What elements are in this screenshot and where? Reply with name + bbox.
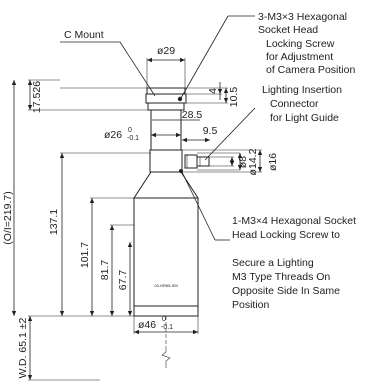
dim-dia-46-tol-lower: -0.1 [161,324,173,331]
dim-10-5: 10.5 [228,87,240,108]
dim-top-diameter: ø29 [157,45,175,57]
dim-working-distance: W.D. 65.1 ±2 [17,318,29,379]
dim-81-7: 81.7 [99,260,111,281]
leader-lines [60,15,256,241]
callout-note: Secure a Lighting M3 Type Threads On Opp… [232,257,340,311]
dim-28-5: 28.5 [182,109,203,121]
dimension-labels: ø29 4 10.5 28.5 9.5 ø26 0 -0.1 ø8 ø14.2 … [2,45,279,378]
dim-dia-26: ø26 [104,129,122,141]
top-screw-line-3: Locking Screw [266,38,335,50]
lens-label: 03-HR65-SM [154,283,177,288]
dimension-lines [11,57,263,380]
dim-137-1: 137.1 [48,209,60,235]
side-screw-line-2: Head Locking Screw to [232,229,340,241]
c-mount-label: C Mount [64,29,104,41]
lighting-connector-line-1: Lighting Insertion [262,84,342,96]
lighting-connector-line-3: for Light Guide [270,112,339,124]
top-screw-line-4: for Adjustment [266,51,333,63]
dim-4: 4 [207,88,219,94]
dim-dia-26-tol-lower: -0.1 [127,135,139,142]
dim-9-5: 9.5 [203,125,218,137]
top-screw-line-2: Socket Head [258,24,318,36]
dim-dia-26-tol-upper: 0 [128,127,132,134]
callout-c-mount: C Mount [64,29,104,41]
dim-dia-8: ø8 [237,156,249,168]
lighting-connector-line-2: Connector [270,98,319,110]
callout-top-screw: 3-M3×3 Hexagonal Socket Head Locking Scr… [258,11,355,76]
dim-dia-46: ø46 [138,319,156,331]
top-screw-line-5: of Camera Position [266,64,355,76]
dim-dia-14-2: ø14.2 [247,148,259,175]
callout-side-screw: 1-M3×4 Hexagonal Socket Head Locking Scr… [232,215,356,241]
dim-17-526: 17.526 [31,81,43,113]
dim-101-7: 101.7 [79,242,91,268]
note-line-1: Secure a Lighting [232,257,314,269]
side-screw-line-1: 1-M3×4 Hexagonal Socket [232,215,356,227]
lens-outline [133,87,210,317]
note-line-4: Position [232,299,270,311]
note-line-3: Opposite Side In Same [232,285,340,297]
dim-oi-219-7: (O/I=219.7) [2,191,14,244]
dim-67-7: 67.7 [117,270,129,291]
note-line-2: M3 Type Threads On [232,271,330,283]
top-screw-line-1: 3-M3×3 Hexagonal [258,11,347,23]
dim-dia-16: ø16 [267,153,279,171]
callout-lighting-connector: Lighting Insertion Connector for Light G… [262,84,342,124]
dim-dia-46-tol-upper: 0 [162,316,166,323]
